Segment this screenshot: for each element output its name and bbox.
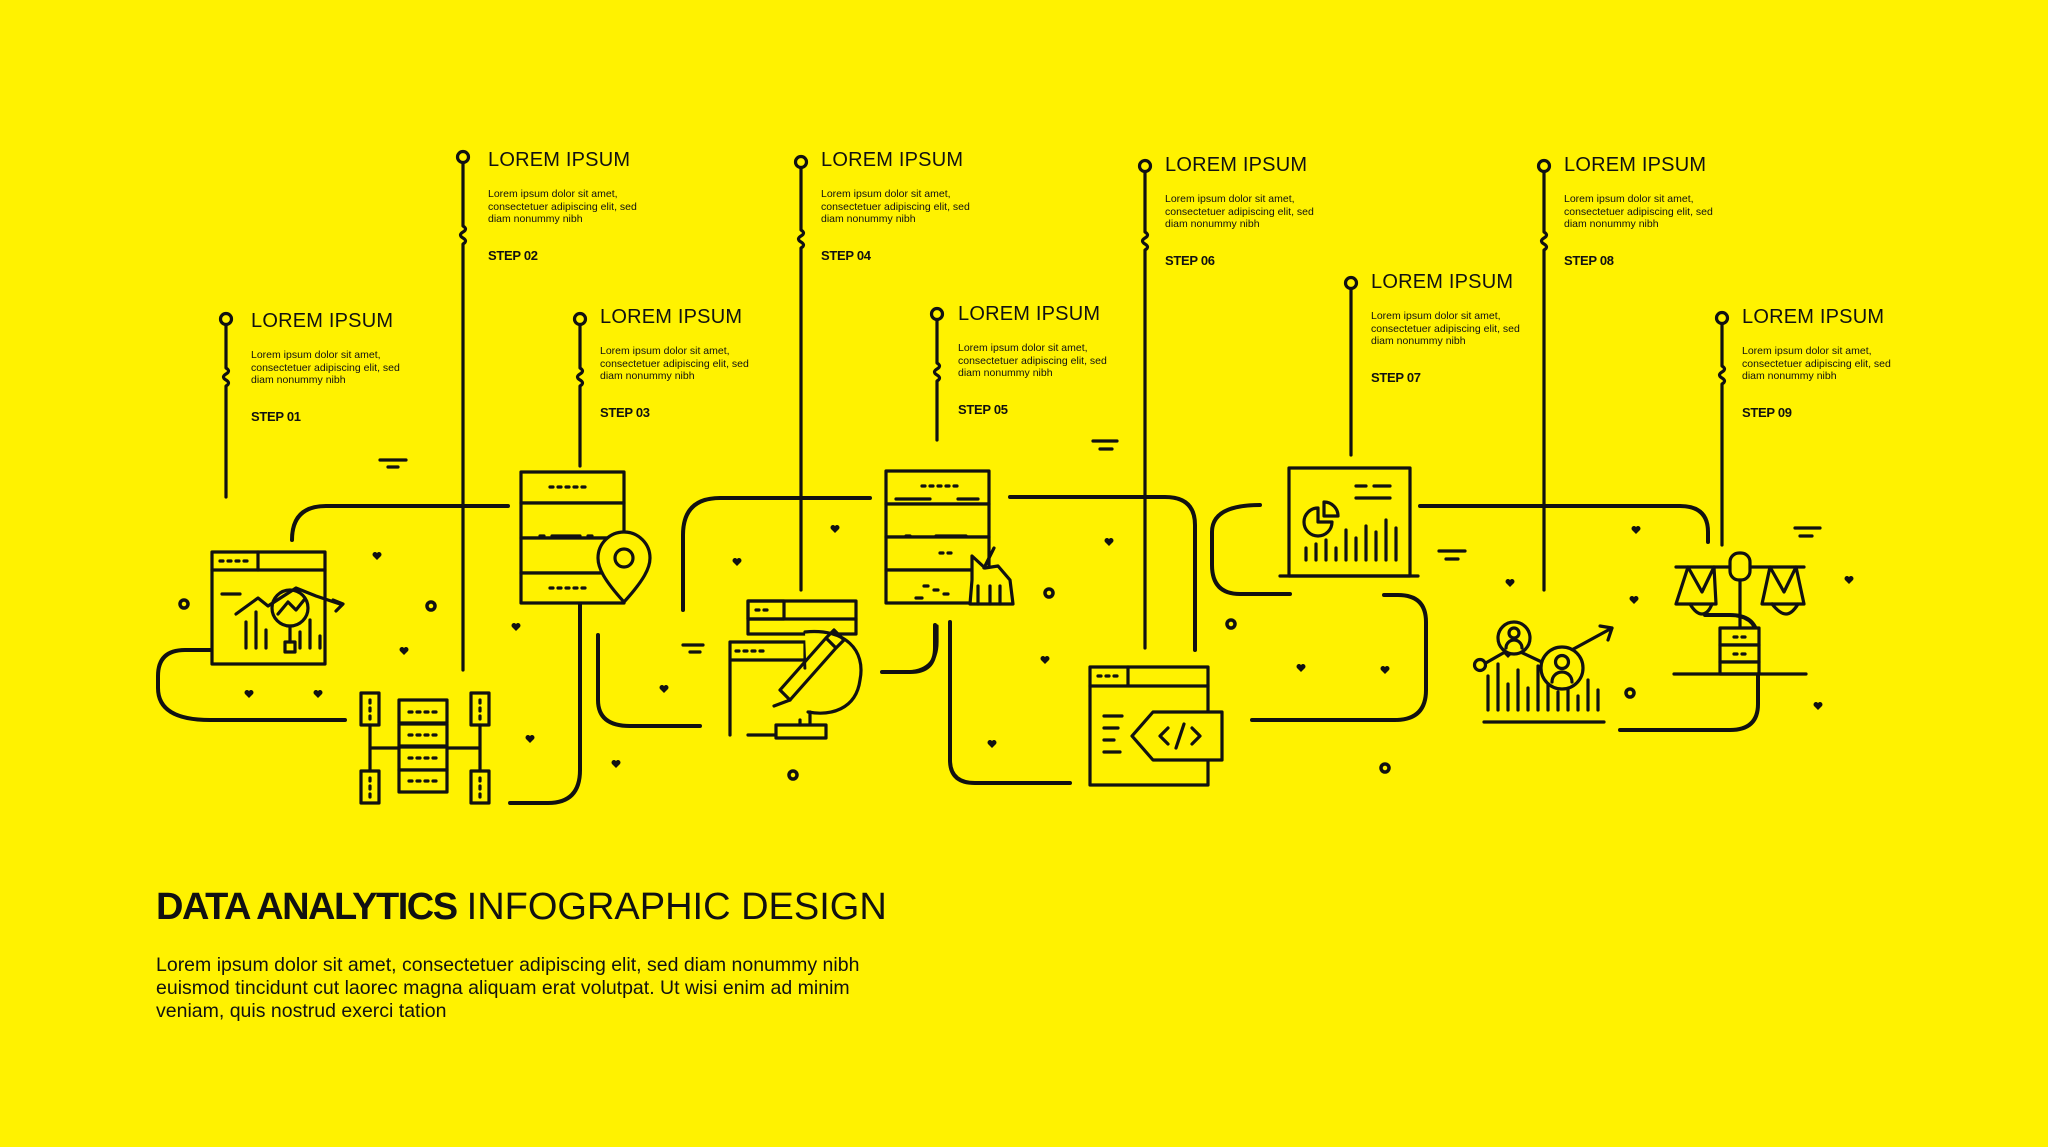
step-description: Lorem ipsum dolor sit amet, consectetuer… — [600, 345, 749, 382]
step-title: LOREM IPSUM — [600, 306, 743, 328]
code-window-icon — [1088, 665, 1224, 787]
step-title: LOREM IPSUM — [1371, 271, 1514, 293]
step-number: STEP 05 — [958, 401, 1008, 417]
step-description: Lorem ipsum dolor sit amet, consectetuer… — [958, 342, 1107, 379]
people-growth-chart-icon — [1472, 620, 1614, 724]
step-number: STEP 04 — [821, 247, 871, 263]
step-title: LOREM IPSUM — [1742, 306, 1885, 328]
presentation-chart-icon — [1278, 466, 1420, 578]
analytics-window-icon — [210, 550, 345, 666]
step-description: Lorem ipsum dolor sit amet, consectetuer… — [821, 188, 970, 225]
balance-scale-icon — [1672, 551, 1808, 676]
step-number: STEP 02 — [488, 247, 538, 263]
step-02-label: LOREM IPSUM Lorem ipsum dolor sit amet, … — [488, 150, 698, 263]
step-07-label: LOREM IPSUM Lorem ipsum dolor sit amet, … — [1371, 272, 1581, 385]
step-08-label: LOREM IPSUM Lorem ipsum dolor sit amet, … — [1564, 155, 1774, 268]
decor-dots — [178, 587, 1636, 781]
step-09-label: LOREM IPSUM Lorem ipsum dolor sit amet, … — [1742, 307, 1952, 420]
page-title: DATA ANALYTICS INFOGRAPHIC DESIGN — [156, 888, 887, 926]
title-bold: DATA ANALYTICS — [156, 886, 458, 928]
decor-dashes — [378, 439, 1822, 654]
step-title: LOREM IPSUM — [821, 149, 964, 171]
step-05-label: LOREM IPSUM Lorem ipsum dolor sit amet, … — [958, 304, 1168, 417]
step-number: STEP 03 — [600, 404, 650, 420]
step-description: Lorem ipsum dolor sit amet, consectetuer… — [1742, 345, 1891, 382]
server-location-icon — [519, 470, 652, 605]
step-title: LOREM IPSUM — [251, 310, 394, 332]
step-number: STEP 01 — [251, 408, 301, 424]
page-description: Lorem ipsum dolor sit amet, consectetuer… — [156, 954, 860, 1022]
step-number: STEP 08 — [1564, 252, 1614, 268]
step-number: STEP 06 — [1165, 252, 1215, 268]
database-flow-icon — [359, 691, 491, 805]
step-description: Lorem ipsum dolor sit amet, consectetuer… — [1371, 310, 1520, 347]
server-broom-icon — [884, 469, 1015, 606]
step-title: LOREM IPSUM — [488, 149, 631, 171]
data-cleaning-tools-icon — [728, 599, 863, 740]
pin-stems — [218, 149, 1730, 674]
step-description: Lorem ipsum dolor sit amet, consectetuer… — [1165, 193, 1314, 230]
step-title: LOREM IPSUM — [1564, 154, 1707, 176]
step-06-label: LOREM IPSUM Lorem ipsum dolor sit amet, … — [1165, 155, 1375, 268]
step-03-label: LOREM IPSUM Lorem ipsum dolor sit amet, … — [600, 307, 810, 420]
step-01-label: LOREM IPSUM Lorem ipsum dolor sit amet, … — [251, 311, 461, 424]
decor-hearts — [244, 525, 1854, 768]
step-description: Lorem ipsum dolor sit amet, consectetuer… — [1564, 193, 1713, 230]
step-04-label: LOREM IPSUM Lorem ipsum dolor sit amet, … — [821, 150, 1031, 263]
step-title: LOREM IPSUM — [1165, 154, 1308, 176]
step-number: STEP 07 — [1371, 369, 1421, 385]
title-light: INFOGRAPHIC DESIGN — [466, 886, 887, 928]
step-description: Lorem ipsum dolor sit amet, consectetuer… — [488, 188, 637, 225]
step-number: STEP 09 — [1742, 404, 1792, 420]
step-title: LOREM IPSUM — [958, 303, 1101, 325]
step-description: Lorem ipsum dolor sit amet, consectetuer… — [251, 349, 400, 386]
